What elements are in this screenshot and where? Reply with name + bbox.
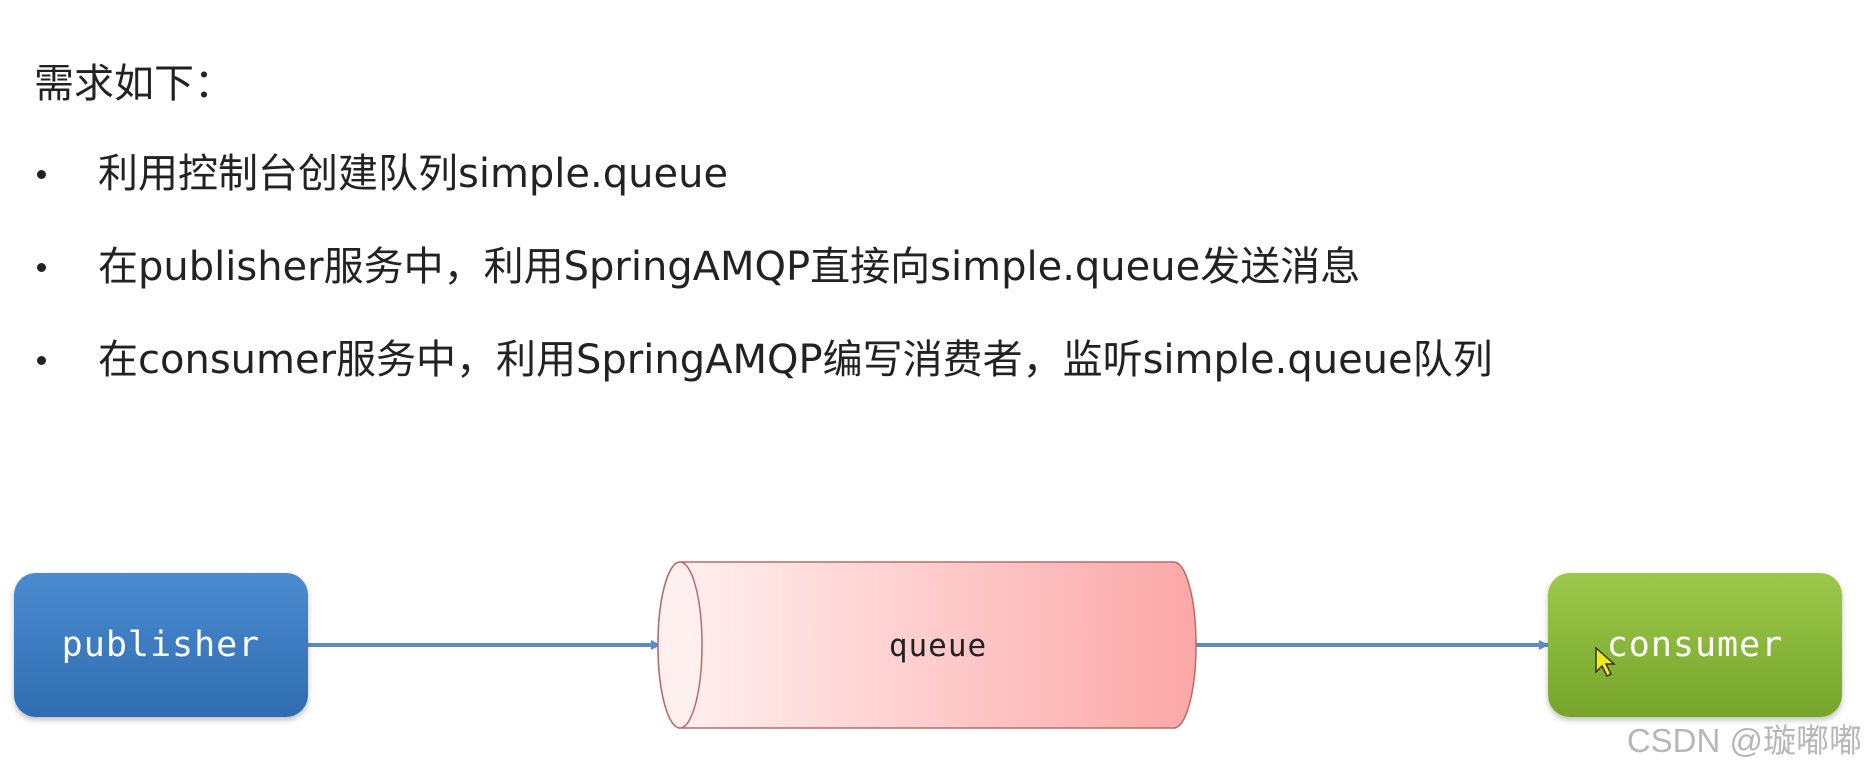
message-flow-diagram: publisher queue consumer <box>14 561 1842 729</box>
requirement-text: 利用控制台创建队列simple.queue <box>98 151 729 197</box>
publisher-node: publisher <box>14 573 308 717</box>
mouse-cursor-icon <box>1595 646 1616 678</box>
csdn-watermark: CSDN @璇嘟嘟 <box>1626 722 1862 759</box>
requirement-text: 在consumer服务中，利用SpringAMQP编写消费者，监听simple.… <box>98 337 1493 383</box>
requirements-heading: 需求如下： <box>34 61 234 107</box>
publisher-label: publisher <box>62 625 261 665</box>
bullet-dot-icon <box>37 356 46 365</box>
requirement-text: 在publisher服务中，利用SpringAMQP直接向simple.queu… <box>98 244 1361 290</box>
consumer-node: consumer <box>1548 573 1842 717</box>
queue-label: queue <box>889 628 987 664</box>
consumer-label: consumer <box>1607 625 1784 665</box>
queue-node: queue <box>657 561 1197 729</box>
bullet-dot-icon <box>37 263 46 272</box>
bullet-dot-icon <box>37 170 46 179</box>
